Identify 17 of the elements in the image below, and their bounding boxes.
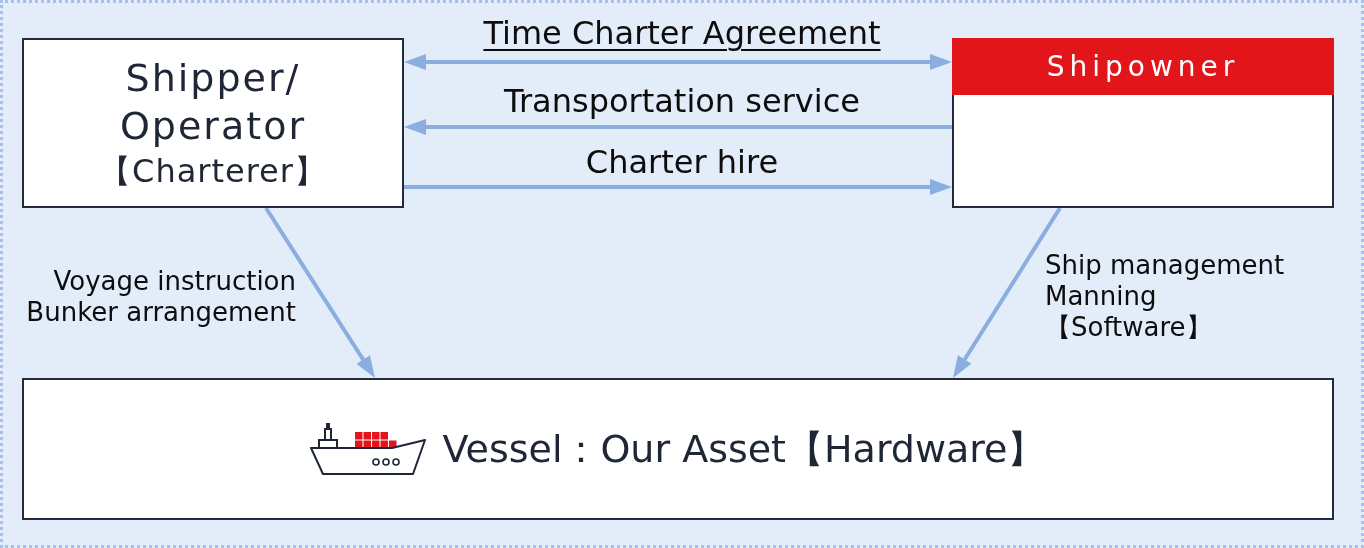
arrow [404,54,952,70]
arrow [404,119,952,135]
header-band: Shipowner [952,38,1334,95]
entity-box [22,38,404,208]
entity-box [952,38,1334,208]
box-label: Vessel：Our Asset【Hardware】 [442,426,1046,472]
edge-label: Time Charter Agreement [483,14,881,52]
arrow [264,206,375,378]
edge-label: Charter hire [585,143,779,181]
arrow [404,179,952,195]
entity-box [22,378,1334,520]
arrow [953,206,1062,378]
box-title: Shipper/ Operator [119,55,307,150]
role-label: 【Charterer】 [98,151,328,192]
edge-label: Ship management Manning 【Software】 [1045,250,1286,343]
edge-label: Transportation service [504,82,860,120]
edge-label: Voyage instruction Bunker arrangement [25,266,296,328]
